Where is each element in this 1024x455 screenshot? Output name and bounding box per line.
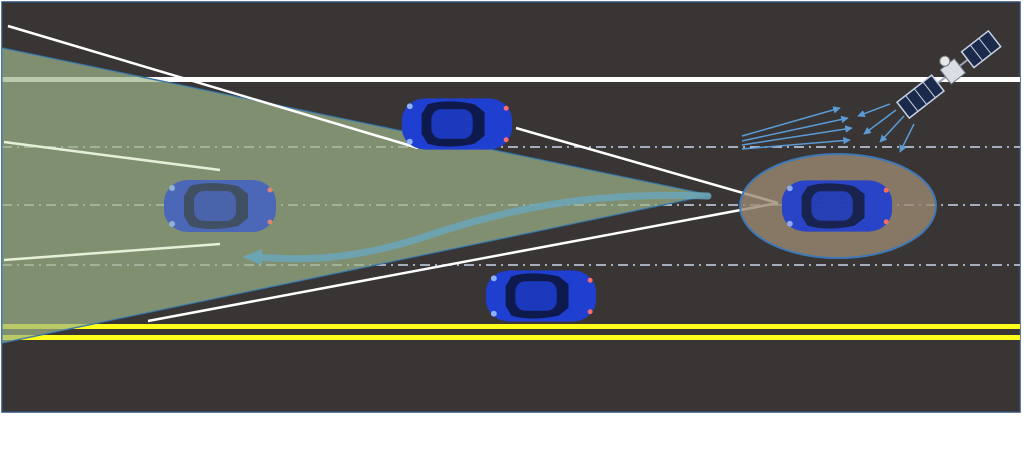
sensor-ray bbox=[515, 126, 779, 205]
vehicle-upper-lane bbox=[401, 98, 513, 150]
road-edge-line-top bbox=[2, 77, 1020, 82]
gnss-signal-arrows bbox=[741, 103, 915, 153]
ego-vehicle bbox=[781, 180, 893, 232]
sensor-ray bbox=[7, 24, 419, 150]
center-line-yellow-2 bbox=[2, 335, 1020, 340]
sensor-ray bbox=[3, 242, 221, 262]
sensor-ray bbox=[3, 140, 221, 172]
sensor-ray bbox=[147, 201, 779, 323]
sensor-field-of-view bbox=[1, 47, 711, 344]
planned-trajectory-arrow bbox=[251, 191, 712, 263]
center-line-yellow-1 bbox=[2, 324, 1020, 329]
trajectory-arrowhead bbox=[242, 249, 262, 265]
sensor-field-of-view-overlay bbox=[2, 48, 710, 343]
satellite-icon bbox=[895, 29, 1002, 120]
vehicle-lower-lane bbox=[485, 270, 597, 322]
